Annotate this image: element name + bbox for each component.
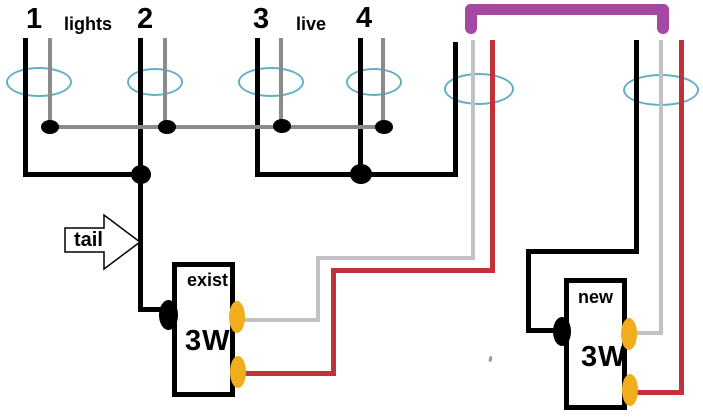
purple-cable-run xyxy=(465,4,669,15)
live-caption: live xyxy=(296,14,327,34)
gray-neutral-bus xyxy=(48,125,385,129)
ceiling-box-2 xyxy=(127,68,183,96)
exist-box-white-traveller-drop xyxy=(471,40,475,258)
lights-caption: lights xyxy=(64,14,112,34)
light-3-label: 3 xyxy=(253,3,270,35)
exist-common-terminal xyxy=(159,300,178,330)
new-box-red-traveller-drop xyxy=(679,40,684,395)
new-switch-name: new xyxy=(578,287,614,307)
new-switch-box: new 3W xyxy=(564,278,627,410)
new-switch-type: 3W xyxy=(581,341,627,373)
red-traveller-to-exist-terminal xyxy=(244,371,334,376)
white-traveller-riser xyxy=(316,256,320,322)
new-box-white-traveller-drop xyxy=(659,40,663,335)
tail-arrow-callout xyxy=(64,213,142,271)
exist-box-red-traveller-drop xyxy=(490,40,495,273)
light-4-label: 4 xyxy=(356,2,373,34)
white-traveller-upper-run xyxy=(316,256,475,260)
exist-traveller-terminal-top xyxy=(229,301,245,333)
black-feed-riser xyxy=(526,249,531,333)
new-traveller-terminal-bottom xyxy=(622,374,638,406)
black-feed-to-new-terminal xyxy=(526,328,559,333)
ceiling-box-exist-switch xyxy=(444,73,514,105)
light2-gray-wire xyxy=(163,38,167,129)
junction-dot-light3-neutral xyxy=(273,119,291,133)
stray-mark xyxy=(488,355,493,363)
exist-switch-box: exist 3W xyxy=(172,262,235,397)
new-common-terminal xyxy=(553,317,571,346)
exist-box-black-drop xyxy=(453,42,458,177)
tail-caption: tail xyxy=(74,229,103,251)
purple-cable-right-stub xyxy=(657,4,669,34)
junction-dot-light2-neutral xyxy=(158,120,176,134)
ceiling-box-3 xyxy=(238,67,304,97)
red-traveller-upper-run xyxy=(331,268,495,273)
black-bus-lights-1-2 xyxy=(23,172,143,177)
junction-dot-black-lights-3-4 xyxy=(350,164,372,184)
black-tail-to-exist-terminal xyxy=(138,307,163,312)
exist-traveller-terminal-bottom xyxy=(230,356,246,388)
light1-gray-wire xyxy=(48,38,52,129)
junction-dot-light4-neutral xyxy=(375,120,393,134)
new-box-black-drop xyxy=(634,40,639,254)
new-traveller-terminal-top xyxy=(621,318,637,350)
light3-gray-wire xyxy=(279,38,283,129)
junction-dot-light1-neutral xyxy=(41,120,59,134)
ceiling-box-4 xyxy=(346,68,402,96)
light4-black-wire xyxy=(358,38,363,178)
light-1-label: 1 xyxy=(26,3,43,35)
junction-dot-black-lights-1-2 xyxy=(131,165,151,184)
light1-black-wire xyxy=(23,38,28,177)
light3-black-wire xyxy=(255,38,260,177)
light4-gray-wire xyxy=(381,38,385,129)
red-traveller-to-new-terminal xyxy=(633,390,683,395)
black-feed-horizontal xyxy=(526,249,639,254)
exist-switch-name: exist xyxy=(187,270,229,290)
red-traveller-riser xyxy=(331,268,336,376)
purple-cable-left-stub xyxy=(465,4,477,34)
exist-switch-type: 3W xyxy=(185,325,231,357)
white-traveller-to-new-terminal xyxy=(631,331,661,335)
right-arrow-icon xyxy=(64,213,142,271)
light-2-label: 2 xyxy=(137,3,154,35)
white-traveller-to-exist-terminal xyxy=(243,318,318,322)
ceiling-box-1 xyxy=(6,67,72,97)
